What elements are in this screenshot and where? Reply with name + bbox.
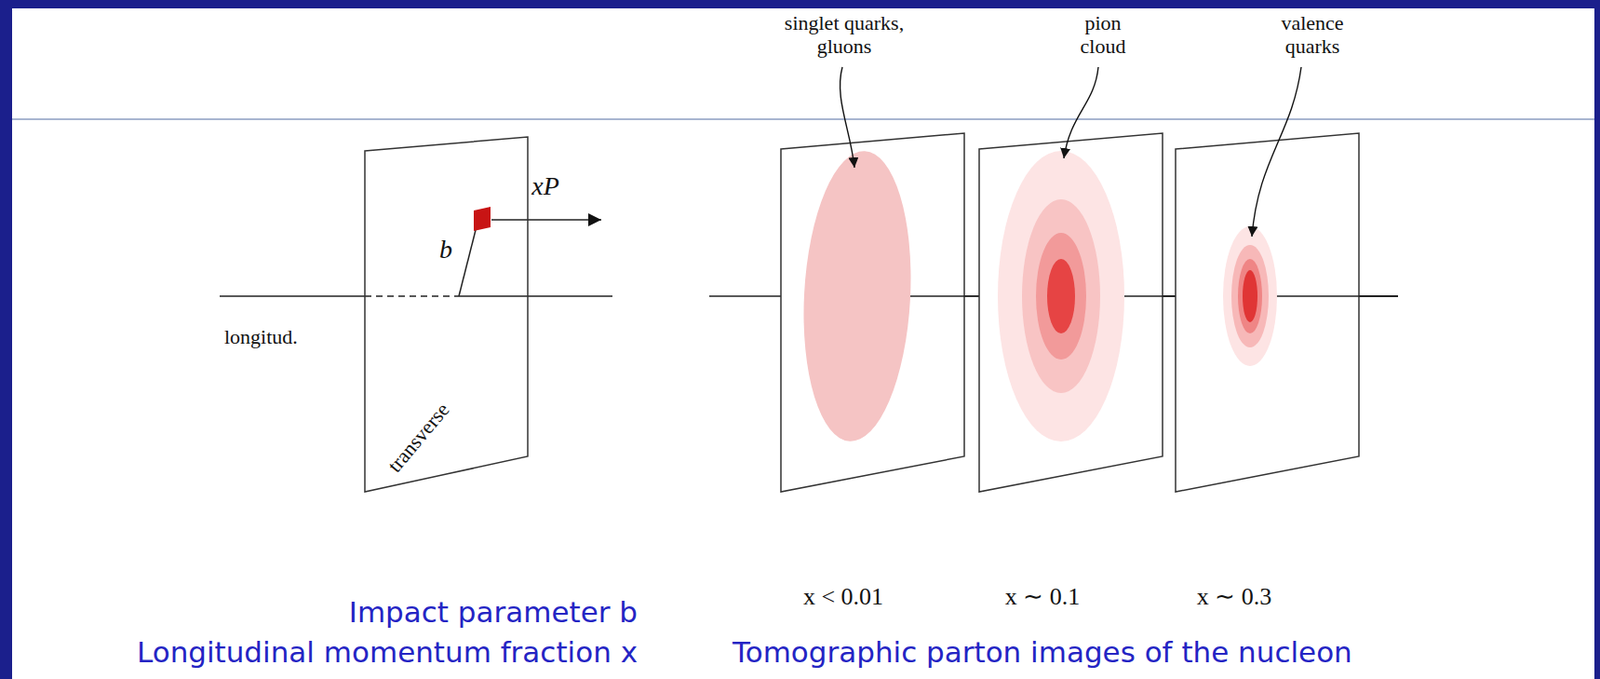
x-value: x < 0.01 <box>803 582 884 611</box>
valence-distribution <box>1242 269 1258 323</box>
momentum-arrow <box>491 218 602 221</box>
plane-outline-svg <box>364 130 529 494</box>
pointer-arrow <box>1251 67 1302 237</box>
slice-plane <box>780 133 965 492</box>
pion-distribution <box>1021 199 1101 393</box>
valence-distribution <box>1237 258 1263 334</box>
region-label: singlet quarks, gluons <box>774 11 915 59</box>
parton-square <box>473 206 491 231</box>
momentum-label: xP <box>531 171 560 202</box>
pion-distribution <box>1035 232 1087 360</box>
frame-band <box>0 0 13 679</box>
legend-caption: Impact parameter b <box>349 595 638 630</box>
axis-hidden <box>364 295 459 297</box>
plane-label: transverse <box>383 398 456 478</box>
x-value: x ∼ 0.1 <box>1005 582 1081 611</box>
legend-caption: Longitudinal momentum fraction x <box>136 635 638 670</box>
axis-line <box>219 295 365 297</box>
slice-plane <box>979 133 1163 492</box>
frame-band <box>0 0 1600 9</box>
slice-plane <box>1175 133 1359 492</box>
impact-label: b <box>439 234 453 265</box>
region-label: valence quarks <box>1270 11 1355 59</box>
pion-distribution <box>997 150 1125 442</box>
header-rule <box>12 118 1595 121</box>
frame-band <box>1594 0 1600 679</box>
valence-distribution <box>1223 226 1278 366</box>
x-value: x ∼ 0.3 <box>1196 582 1273 611</box>
figure-caption: Tomographic parton images of the nucleon <box>732 635 1353 670</box>
region-label: pion cloud <box>1070 11 1136 59</box>
plane-outline <box>364 136 528 492</box>
pointer-arrow <box>1063 67 1099 159</box>
axis-line <box>458 295 613 297</box>
pion-distribution <box>1047 258 1076 334</box>
transverse-plane: transverse <box>364 130 529 494</box>
gluon-distribution <box>796 147 918 444</box>
axis-line <box>857 295 1399 297</box>
pointer-arrow <box>840 67 855 168</box>
impact-vector <box>458 229 476 296</box>
valence-distribution <box>1231 244 1269 348</box>
axis-label: longitud. <box>224 324 298 349</box>
